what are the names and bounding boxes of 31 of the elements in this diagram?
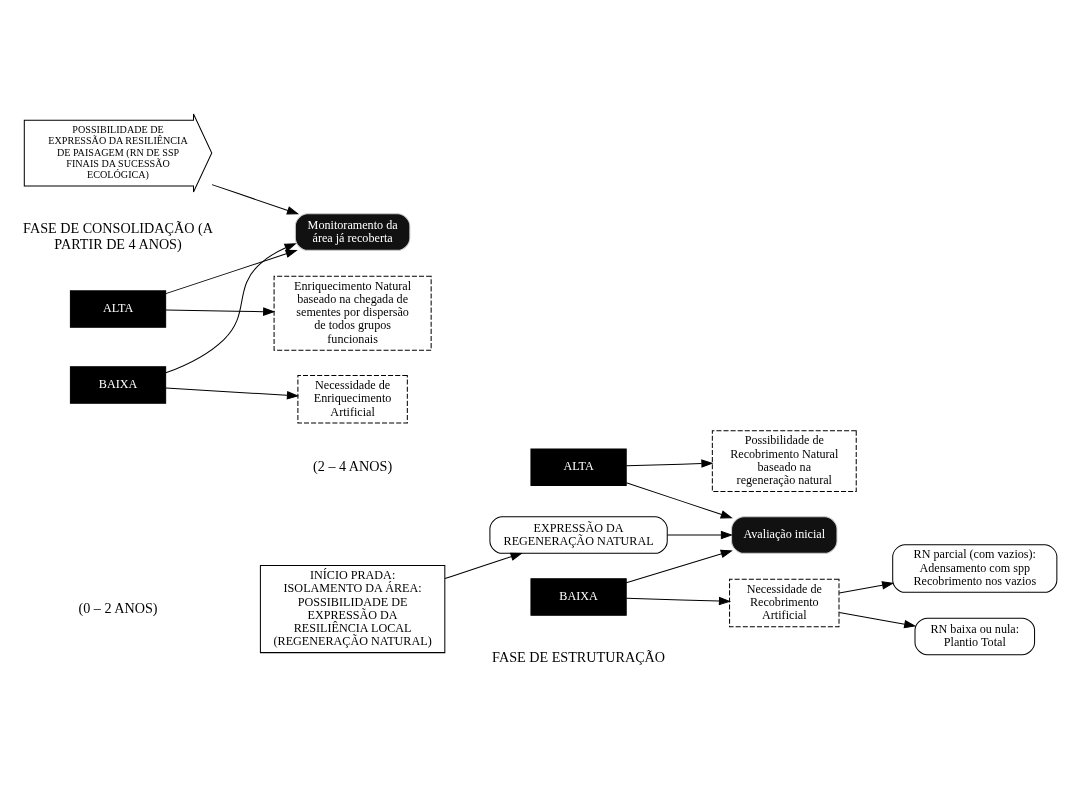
label: (0 – 2 ANOS)	[78, 599, 158, 616]
label: FASE DE CONSOLIDAÇÃO (A PARTIR DE 4 ANOS)	[23, 220, 213, 252]
node-box: Monitoramento da área já recoberta	[294, 213, 411, 251]
node-box: RN baixa ou nula: Plantio Total	[914, 617, 1036, 656]
node-box: RN parcial (com vazios): Adensamento com spp Recobrimento nos vazios	[892, 544, 1058, 593]
node-box: Avaliação inicial	[731, 516, 838, 554]
arrow	[625, 549, 733, 584]
arrow	[444, 552, 523, 580]
node-box: BAIXA	[530, 578, 627, 616]
node-box: EXPRESSÃO DA REGENERAÇÃO NATURAL	[489, 516, 668, 554]
node-box: Necessidade de Recobrimento Artificial	[729, 578, 840, 628]
arrow	[165, 249, 298, 295]
node-box: INÍCIO PRADA: ISOLAMENTO DA ÁREA: POSSIBILIDADE DE EXPRESSÃO DA RESILIÊNCIA LOCAL (REGENERAÇÃO NATURAL)	[259, 564, 446, 654]
node-box: ALTA	[530, 448, 627, 486]
arrow	[666, 530, 734, 540]
arrow	[625, 459, 714, 468]
arrow	[165, 387, 300, 400]
node-box: ALTA	[69, 290, 167, 328]
arrow	[838, 581, 895, 594]
label: (2 – 4 ANOS)	[313, 457, 393, 474]
node-box: Necessidade de Enriquecimento Artificial	[297, 375, 408, 424]
arrow	[211, 184, 300, 215]
arrow	[625, 596, 732, 606]
arrow	[625, 482, 733, 519]
node-box: Enriquecimento Natural baseado na chegada de sementes por dispersão de todos grupos funcionais	[273, 275, 432, 351]
node-box: Possibilidade de Recobrimento Natural baseado na regeneração natural	[711, 430, 857, 492]
node-box: BAIXA	[69, 366, 167, 404]
arrow	[165, 307, 276, 316]
arrow	[838, 612, 917, 629]
arrow	[165, 243, 297, 374]
label: FASE DE ESTRUTURAÇÃO	[492, 649, 666, 666]
